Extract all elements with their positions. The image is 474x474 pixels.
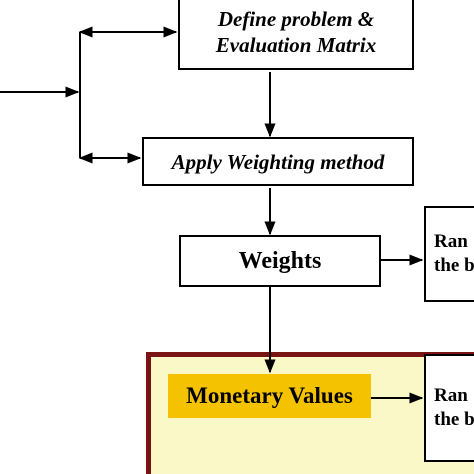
- apply-weighting-label: Apply Weighting method: [171, 149, 385, 174]
- rank-weights-line-2: the b: [434, 255, 474, 276]
- monetary-values-label: Monetary Values: [186, 383, 353, 408]
- define-problem-box: Define problem & Evaluation Matrix: [178, 0, 414, 70]
- rank-monetary-line-2: the b: [434, 409, 474, 430]
- weights-label: Weights: [238, 247, 322, 274]
- rank-weights-box: Ran the b: [424, 206, 474, 302]
- rank-monetary-box: Ran the b: [424, 354, 474, 462]
- define-problem-line-2: Evaluation Matrix: [215, 33, 377, 57]
- rank-weights-line-1: Ran: [434, 231, 468, 252]
- rank-monetary-line-1: Ran: [434, 385, 468, 406]
- monetary-values-box: Monetary Values: [168, 374, 371, 418]
- define-problem-line-1: Define problem &: [217, 7, 375, 31]
- weights-box: Weights: [179, 235, 381, 287]
- apply-weighting-box: Apply Weighting method: [142, 137, 414, 186]
